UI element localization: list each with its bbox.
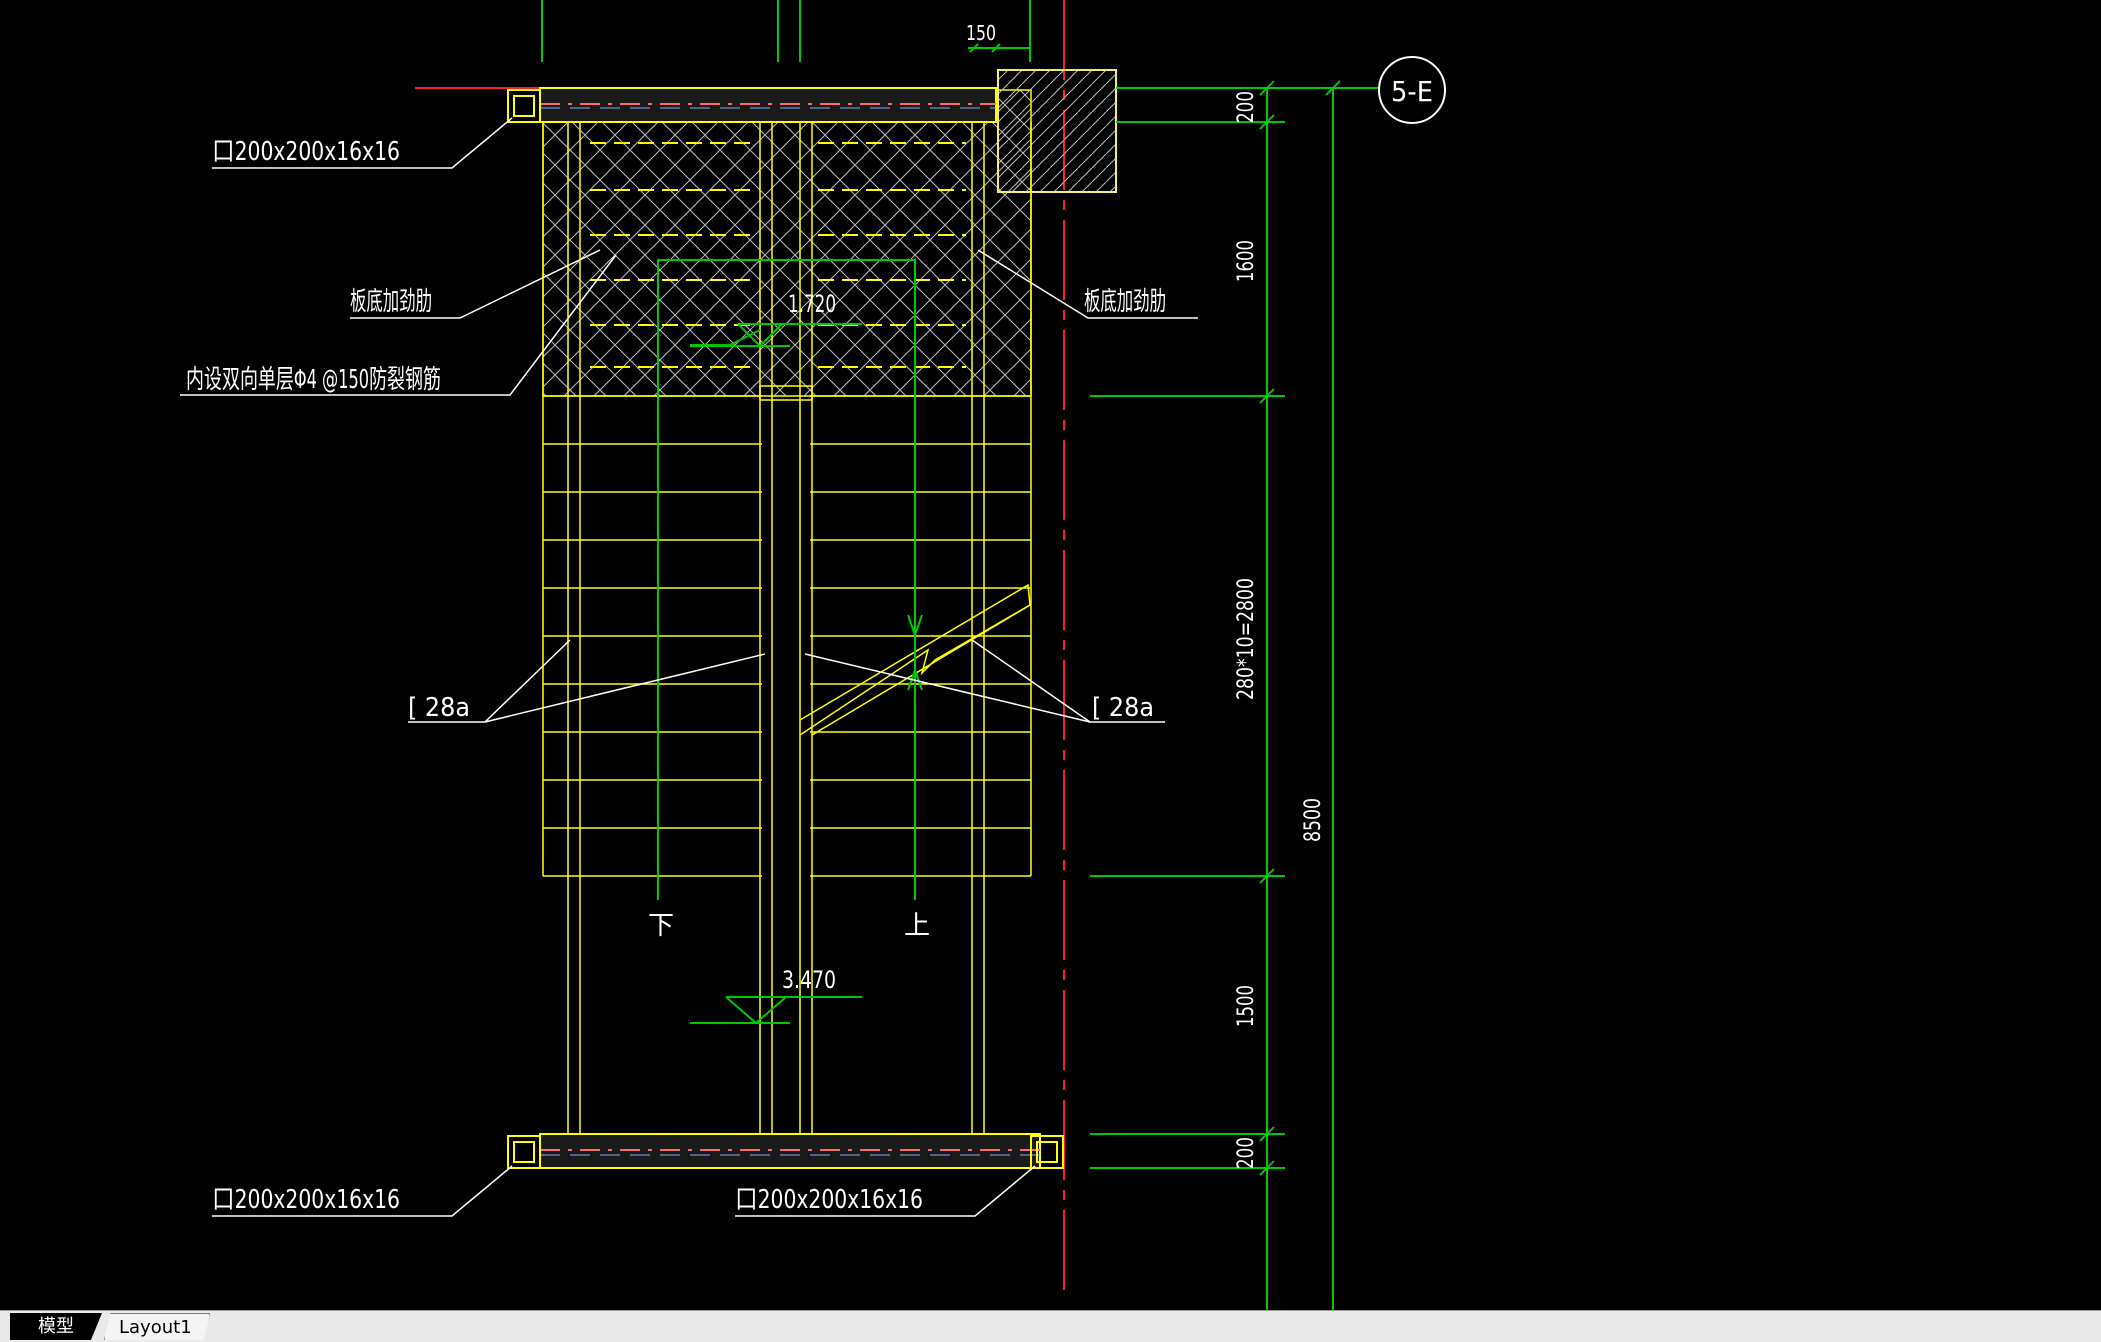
stiffener-label-right: 板底加劲肋 bbox=[1084, 287, 1166, 317]
stair-geometry bbox=[542, 122, 1032, 1150]
steel-columns bbox=[507, 89, 1064, 1169]
dim-200-top: 200 bbox=[1234, 91, 1259, 123]
elevation-landing: 1.720 bbox=[788, 290, 836, 318]
cad-model-space[interactable]: 口200x200x16x16 板底加劲肋 内设双向单层Φ4 @150防裂钢筋 板… bbox=[0, 0, 2101, 1310]
axis-lines bbox=[415, 0, 1065, 1290]
elevation-floor: 3.470 bbox=[782, 966, 836, 994]
dim-top-offset: 150 bbox=[966, 21, 996, 45]
column-label-bottom-left: 口200x200x16x16 bbox=[212, 1185, 400, 1215]
slab-stiffeners bbox=[590, 142, 966, 368]
arrow-label-down: 下 bbox=[648, 911, 674, 941]
tab-model[interactable]: 模型 bbox=[10, 1313, 102, 1340]
grid-bubble bbox=[1378, 56, 1446, 124]
tab-layout1[interactable]: Layout1 bbox=[104, 1313, 210, 1340]
column-label-bottom-mid: 口200x200x16x16 bbox=[735, 1185, 923, 1215]
dim-steps: 280*10=2800 bbox=[1234, 578, 1259, 700]
leader-lines bbox=[180, 117, 1198, 1217]
layout-tab-bar: 模型 Layout1 bbox=[0, 1310, 2101, 1342]
concrete-column bbox=[997, 69, 1117, 193]
channel-label-left: [ 28a bbox=[408, 693, 470, 723]
dim-total: 8500 bbox=[1301, 798, 1326, 842]
top-beam bbox=[539, 87, 997, 123]
arrow-label-up: 上 bbox=[904, 911, 930, 941]
bottom-beam bbox=[539, 1133, 1041, 1169]
dim-1600: 1600 bbox=[1234, 240, 1259, 282]
elevation-markers bbox=[690, 323, 862, 1025]
stiffener-label-left: 板底加劲肋 bbox=[350, 287, 432, 317]
landing-slab-hatch bbox=[542, 89, 1032, 397]
dim-1500: 1500 bbox=[1234, 985, 1259, 1027]
dimension-lines bbox=[968, 43, 1380, 1310]
top-extension-lines bbox=[541, 0, 1031, 62]
channel-label-right: [ 28a bbox=[1092, 693, 1154, 723]
dim-200-bottom: 200 bbox=[1234, 1137, 1259, 1169]
grid-bubble-label: 5-E bbox=[1391, 75, 1433, 108]
column-label-top: 口200x200x16x16 bbox=[212, 137, 400, 167]
rebar-note: 内设双向单层Φ4 @150防裂钢筋 bbox=[186, 365, 441, 395]
